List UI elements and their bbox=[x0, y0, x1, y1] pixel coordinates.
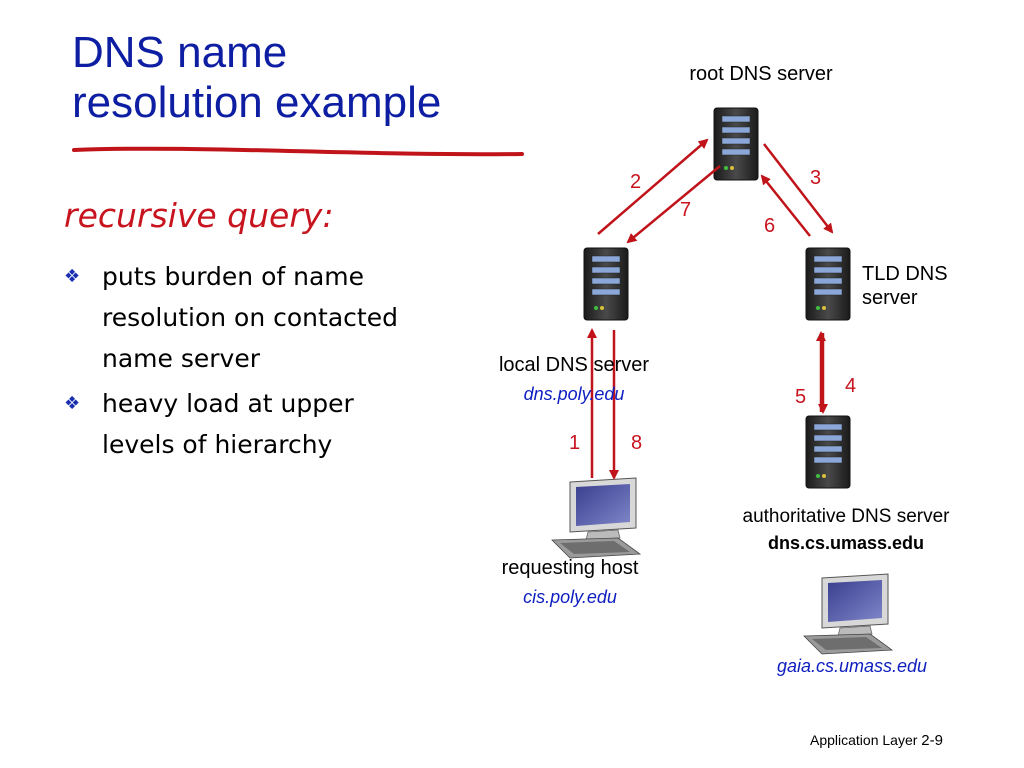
step-1-label: 1 bbox=[569, 432, 581, 454]
root-dns-server-icon bbox=[713, 107, 759, 181]
title-line-1: DNS name bbox=[72, 28, 288, 77]
step-4-label: 4 bbox=[845, 375, 857, 397]
requesting-host-computer-icon bbox=[551, 477, 641, 559]
requesting-host-label: requesting host bbox=[501, 557, 639, 579]
authoritative-dns-server-icon bbox=[805, 415, 851, 489]
authoritative-dns-label: authoritative DNS server bbox=[742, 506, 950, 527]
tld-label-line-1: TLD DNS bbox=[862, 263, 948, 285]
step-6-label: 6 bbox=[764, 215, 776, 237]
diamond-bullet-icon: ❖ bbox=[64, 266, 81, 287]
arrow-step-3 bbox=[763, 143, 834, 234]
footer: Application Layer 2-9 bbox=[810, 732, 943, 749]
bullet-list: ❖ puts burden of name resolution on cont… bbox=[62, 256, 412, 469]
arrow-step-6 bbox=[760, 174, 811, 237]
step-8-label: 8 bbox=[631, 432, 643, 454]
step-5-label: 5 bbox=[795, 386, 807, 408]
tld-dns-server-icon bbox=[805, 247, 851, 321]
root-dns-label: root DNS server bbox=[689, 63, 833, 85]
arrow-step-7 bbox=[626, 165, 721, 244]
bullet-text: heavy load at upper levels of hierarchy bbox=[102, 389, 354, 459]
tld-label-line-2: server bbox=[862, 287, 918, 309]
footer-section-label: Application Layer bbox=[810, 732, 918, 748]
title-underline bbox=[72, 146, 524, 157]
bullet-item: ❖ puts burden of name resolution on cont… bbox=[62, 256, 412, 379]
step-7-label: 7 bbox=[680, 199, 692, 221]
local-dns-label: local DNS server bbox=[498, 354, 650, 376]
step-3-label: 3 bbox=[810, 167, 822, 189]
tld-dns-label: TLD DNS server bbox=[862, 262, 948, 310]
bullet-text: puts burden of name resolution on contac… bbox=[102, 262, 398, 373]
footer-page-number: 2-9 bbox=[921, 732, 943, 749]
arrow-step-2 bbox=[597, 138, 709, 235]
diamond-bullet-icon: ❖ bbox=[64, 393, 81, 414]
gaia-host-computer-icon bbox=[803, 573, 893, 655]
authoritative-dns-hostname: dns.cs.umass.edu bbox=[767, 533, 925, 553]
gaia-hostname: gaia.cs.umass.edu bbox=[776, 656, 928, 676]
title-line-2: resolution example bbox=[72, 78, 442, 127]
local-dns-hostname: dns.poly.edu bbox=[523, 384, 625, 404]
bullet-item: ❖ heavy load at upper levels of hierarch… bbox=[62, 383, 412, 465]
requesting-host-hostname: cis.poly.edu bbox=[523, 587, 617, 607]
local-dns-server-icon bbox=[583, 247, 629, 321]
slide-title: DNS name resolution example bbox=[72, 28, 441, 128]
recursive-query-heading: recursive query: bbox=[64, 196, 334, 235]
step-2-label: 2 bbox=[630, 171, 642, 193]
